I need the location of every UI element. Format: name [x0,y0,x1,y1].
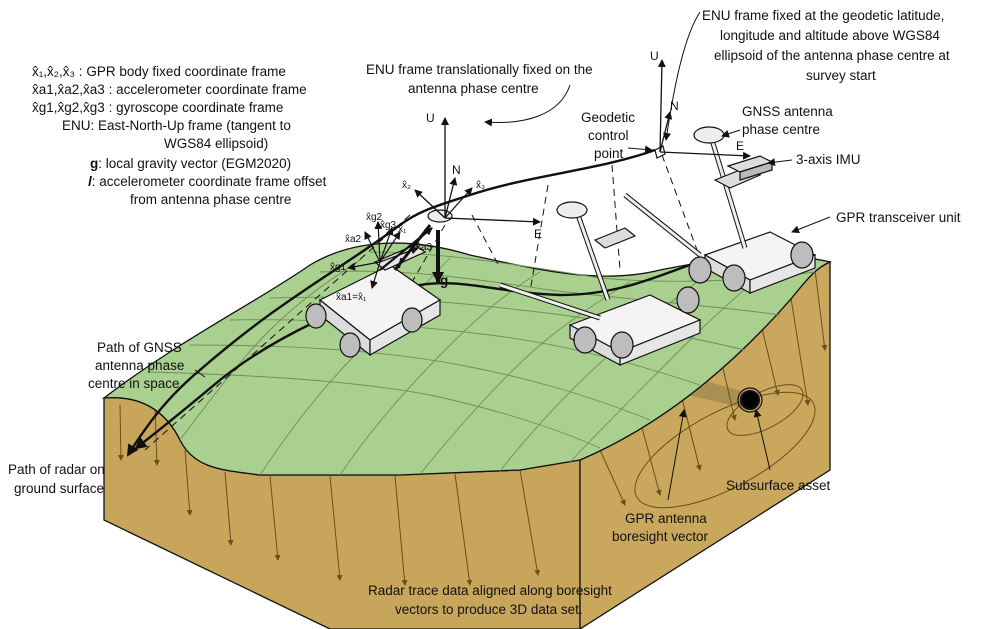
axis-x3: x̂₃ [476,179,485,191]
label-control-point-2: control [588,128,629,143]
axis-xg2: x̂g2 [366,211,383,223]
trace-lines-front [117,404,541,586]
svg-text:l: accelerometer coordinate fr: l: accelerometer coordinate frame offset [88,174,327,189]
axis-xa1-eq: x̂a1=x̂₁ [336,291,367,303]
axis-l: l [398,256,402,271]
label-path-gnss-1: Path of GNSS [97,340,182,355]
gpr-cart-back [688,126,817,295]
label-gnss-antenna-2: phase centre [742,122,820,137]
legend-gpr-text: GPR body fixed coordinate frame [86,64,286,79]
label-enu-fixed-1: ENU frame fixed at the geodetic latitude… [702,8,944,23]
label-enu-fixed-4: survey start [806,68,876,83]
axis-u-moving: U [426,111,435,125]
enu-frame-moving [414,117,541,226]
legend-g-sym: g [90,156,98,171]
label-path-gnss-3: centre in space [88,376,180,391]
axis-n-fixed: N [670,99,679,113]
legend-acc-sym: x̂a1,x̂a2,x̂a3 [32,82,105,97]
label-asset: Subsurface asset [726,478,831,493]
label-control-point-1: Geodetic [581,110,635,125]
sensor-axes [347,221,433,289]
svg-text:g: local gravity vector (EGM20: g: local gravity vector (EGM2020) [90,156,291,171]
axis-xa2: x̂a2 [345,233,362,245]
label-enu-translational-1: ENU frame translationally fixed on the [366,62,593,77]
legend-g-text: : local gravity vector (EGM2020) [98,156,291,171]
subsurface-asset [740,390,760,410]
axis-xg3: x̂g3 [380,219,397,231]
axis-x1: x̂₁ [398,223,407,235]
label-transceiver: GPR transceiver unit [836,210,961,225]
label-enu-translational-2: antenna phase centre [408,81,539,96]
offset-vector-l [379,227,433,271]
legend-l-text-1: : accelerometer coordinate frame offset [92,174,327,189]
svg-text:x̂₁,x̂₂,x̂₃ : GPR body fixed c: x̂₁,x̂₂,x̂₃ : GPR body fixed coordinate … [32,64,286,79]
legend-gyro-sym: x̂g1,x̂g2,x̂g3 [32,100,105,115]
label-gnss-antenna-1: GNSS antenna [742,104,833,119]
legend-l-text-2: from antenna phase centre [130,192,291,207]
legend: x̂₁,x̂₂,x̂₃ : GPR body fixed coordinate … [32,64,327,207]
label-control-point-3: point [594,146,624,161]
radar-path [134,260,699,450]
axis-xa3: x̂a3 [416,241,433,253]
legend-enu-line1: ENU: East-North-Up frame (tangent to [62,118,291,133]
label-enu-fixed-2: longitude and altitude above WGS84 [720,28,940,43]
label-radar-trace-2: vectors to produce 3D data set. [395,602,583,617]
gpr-cart-middle [499,193,702,367]
axis-u-fixed: U [650,49,659,63]
label-enu-fixed-3: ellipsoid of the antenna phase centre at [714,48,950,63]
trace-lines-right [599,269,828,506]
axis-n-moving: N [452,163,461,177]
leader-lines [194,11,831,501]
label-boresight-2: boresight vector [612,529,709,544]
label-boresight-1: GPR antenna [625,511,707,526]
svg-text:x̂a1,x̂a2,x̂a3 : accelerometer: x̂a1,x̂a2,x̂a3 : accelerometer coordinat… [32,82,307,97]
axis-x2: x̂₂ [402,179,411,191]
label-imu: 3-axis IMU [796,152,861,167]
axis-xg1: x̂g1 [330,261,347,273]
legend-gyro-text: gyroscope coordinate frame [116,100,283,115]
axis-g: g [440,273,448,288]
label-radar-trace-1: Radar trace data aligned along boresight [368,583,612,598]
dashed-projections [144,154,701,451]
legend-acc-text: accelerometer coordinate frame [116,82,307,97]
axis-e-moving: E [534,227,542,241]
legend-l-sym: l [88,174,92,189]
label-path-gnss-2: antenna phase [95,358,184,373]
beam-footprint [634,391,816,509]
svg-text:x̂g1,x̂g2,x̂g3 : gyroscope coo: x̂g1,x̂g2,x̂g3 : gyroscope coordinate fr… [32,100,283,115]
legend-gpr-sym: x̂₁,x̂₂,x̂₃ [32,64,75,79]
axis-e-fixed: E [736,139,744,153]
enu-frame-fixed [657,59,751,160]
legend-enu-line2: WGS84 ellipsoid) [164,136,268,151]
label-path-radar-2: ground surface [14,481,104,496]
label-path-radar-1: Path of radar on [8,462,105,477]
